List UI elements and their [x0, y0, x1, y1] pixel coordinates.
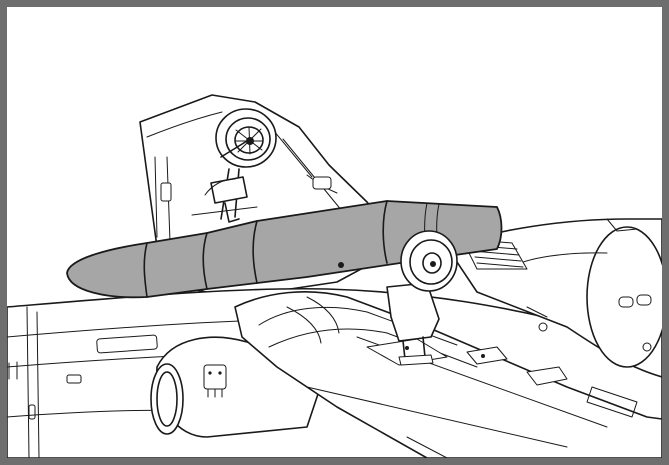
aircraft-line-drawing: [7, 94, 662, 458]
connector-block: [203, 364, 227, 390]
access-panel: [312, 176, 332, 190]
lower-landing-gear: [386, 230, 458, 366]
access-panel: [66, 374, 82, 384]
detail-lines: [286, 296, 652, 458]
access-panel: [28, 404, 36, 420]
fuselage-panel: [96, 334, 158, 354]
upper-landing-gear: [204, 108, 277, 223]
vent: [618, 296, 634, 308]
access-panel: [160, 182, 172, 202]
lower-wing: [234, 291, 662, 458]
external-fuel-tank: [66, 200, 503, 299]
vent: [636, 294, 652, 306]
